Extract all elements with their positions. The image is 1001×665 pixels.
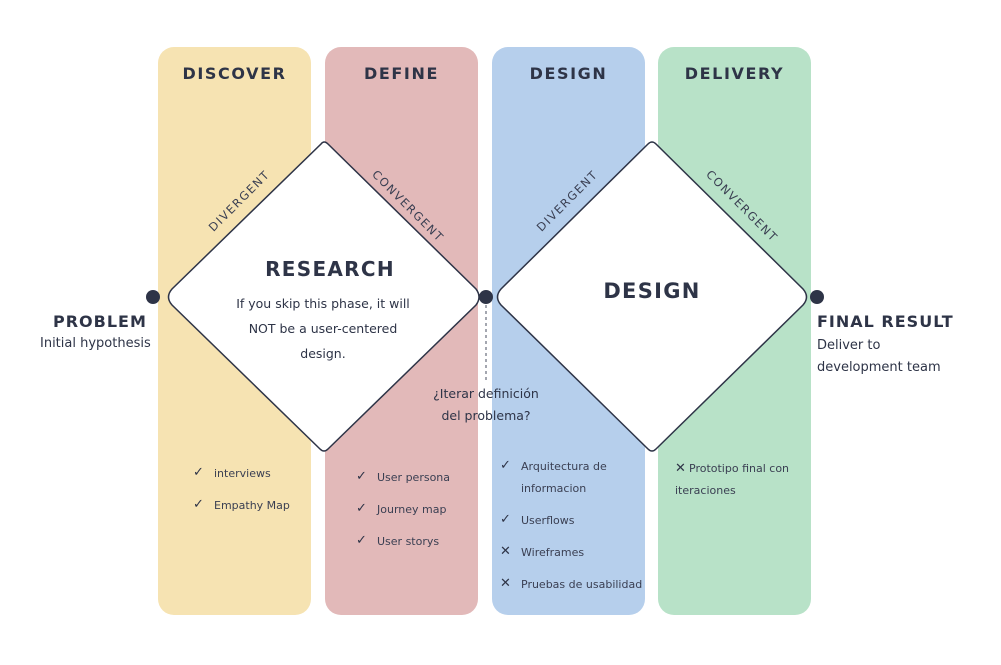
list-item-label: Prototipo final con iteraciones [675, 462, 790, 497]
list-item: ✕ Pruebas de usabilidad [500, 574, 645, 596]
list-item: ✓ Userflows [500, 510, 645, 532]
check-icon: ✓ [356, 469, 367, 484]
list-item: ✓ Journey map [356, 499, 472, 521]
final-result-subtitle: Deliver to development team [817, 335, 967, 379]
iteration-question: ¿Iterar definición del problema? [416, 383, 556, 427]
list-item: ✓ Arquitectura de informacion [500, 456, 626, 500]
iteration-question-line: del problema? [441, 408, 531, 423]
check-icon: ✓ [356, 533, 367, 548]
final-result-subtitle-line: Deliver to [817, 338, 881, 353]
research-title: RESEARCH [265, 257, 395, 281]
column-title-delivery: DELIVERY [684, 64, 785, 83]
check-icon: ✓ [193, 497, 204, 512]
research-description-line: design. [300, 346, 346, 361]
list-item: ✓ interviews [193, 463, 305, 485]
end-node [810, 290, 824, 304]
list-item-label: Pruebas de usabilidad [521, 578, 643, 591]
column-title-design: DESIGN [529, 64, 608, 83]
column-title-define: DEFINE [363, 64, 439, 83]
column-title-discover: DISCOVER [182, 64, 287, 83]
check-icon: ✓ [500, 458, 511, 473]
list-item-label: Empathy Map [214, 499, 290, 512]
check-icon: ✓ [193, 465, 204, 480]
research-description-line: If you skip this phase, it will [236, 296, 410, 311]
list-item: ✕Prototipo final con iteraciones [675, 458, 805, 502]
problem-subtitle: Initial hypothesis [40, 336, 151, 351]
design-list: ✓ Arquitectura de informacion ✓ Userflow… [500, 456, 645, 596]
cross-icon: ✕ [675, 461, 686, 476]
problem-title: PROBLEM [53, 312, 147, 331]
research-description: If you skip this phase, it will NOT be a… [215, 291, 431, 366]
final-result-title: FINAL RESULT [817, 312, 954, 331]
list-item: ✓ User persona [356, 467, 472, 489]
list-item-label: User persona [377, 471, 451, 484]
check-icon: ✓ [500, 512, 511, 527]
start-node [146, 290, 160, 304]
list-item: ✓ Empathy Map [193, 495, 305, 517]
check-icon: ✓ [356, 501, 367, 516]
delivery-list: ✕Prototipo final con iteraciones [675, 458, 805, 502]
list-item-label: interviews [214, 467, 271, 480]
discover-list: ✓ interviews ✓ Empathy Map [193, 463, 305, 517]
list-item-label: Userflows [521, 514, 575, 527]
research-description-line: NOT be a user-centered [248, 321, 398, 336]
list-item: ✕ Wireframes [500, 542, 645, 564]
define-list: ✓ User persona ✓ Journey map ✓ User stor… [356, 467, 472, 553]
list-item-label: Arquitectura de informacion [521, 460, 607, 495]
list-item-label: Wireframes [521, 546, 585, 559]
middle-node [479, 290, 493, 304]
list-item-label: Journey map [377, 503, 447, 516]
list-item: ✓ User storys [356, 531, 472, 553]
research-diamond [167, 141, 480, 452]
cross-icon: ✕ [500, 544, 511, 559]
design-phase-title: DESIGN [603, 279, 701, 303]
list-item-label: User storys [377, 535, 440, 548]
final-result-subtitle-line: development team [817, 360, 941, 375]
cross-icon: ✕ [500, 576, 511, 591]
iteration-question-line: ¿Iterar definición [433, 386, 539, 401]
design-diamond [496, 141, 808, 452]
